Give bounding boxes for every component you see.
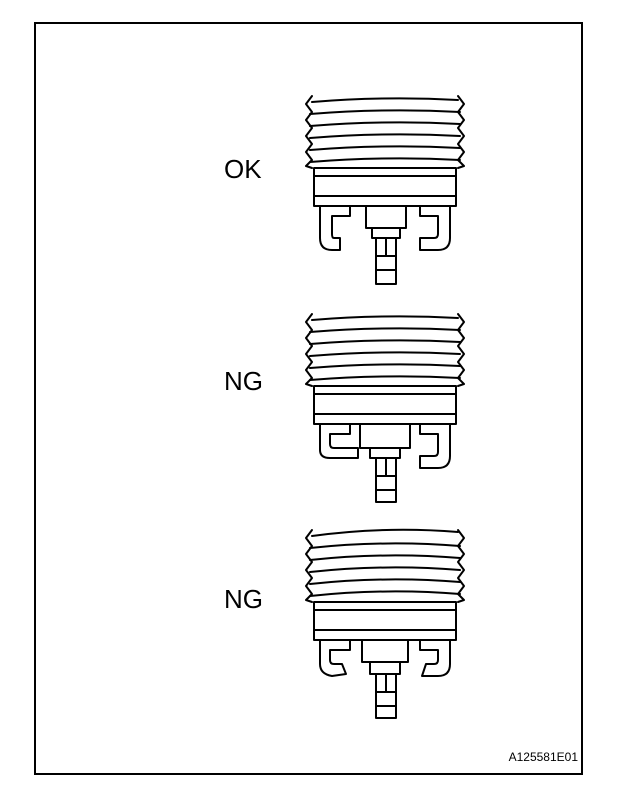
shell-section [313,167,457,207]
status-label-ok: OK [224,154,262,184]
shell-section [313,385,457,425]
center-insulator [361,639,409,719]
center-insulator [365,205,407,285]
spark-plug-ok-illustration [305,95,465,285]
spark-plug-ng-2-illustration [305,528,465,719]
center-insulator [359,423,411,503]
diagram-frame [34,22,583,775]
ground-electrode [319,639,451,677]
thread-section [305,528,465,603]
shell-section [313,601,457,641]
ground-electrode [319,423,451,469]
status-label-ng-2: NG [224,584,263,614]
figure-code: A125581E01 [508,750,578,764]
status-label-ng-1: NG [224,366,263,396]
thread-section [305,313,465,387]
thread-section [305,95,465,169]
spark-plug-ng-1-illustration [305,313,465,503]
ground-electrode [319,205,451,251]
